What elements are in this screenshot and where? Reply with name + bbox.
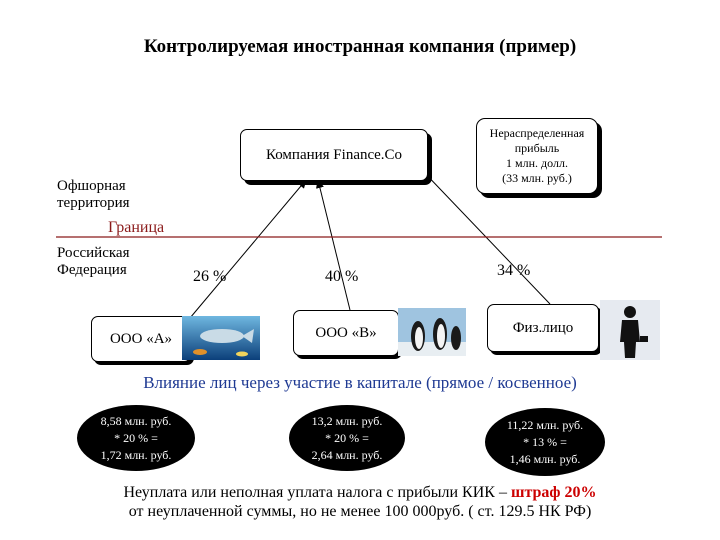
finance-company-label: Компания Finance.Co (265, 146, 403, 163)
calc-person-oval: 11,22 млн. руб. * 13 % = 1,46 млн. руб. (485, 408, 605, 476)
calc-line: * 20 % = (325, 430, 369, 445)
company-b-label: ООО «В» (315, 324, 377, 341)
offshore-line: территория (57, 195, 130, 211)
share-a-percent: 26 % (193, 268, 227, 285)
company-a-label: ООО «А» (109, 330, 173, 347)
border-label: Граница (108, 219, 165, 236)
russia-label: Российская Федерация (57, 245, 130, 279)
offshore-territory-label: Офшорная территория (57, 178, 130, 212)
calc-line: * 20 % = (114, 430, 158, 445)
calc-line: 8,58 млн. руб. (100, 413, 172, 428)
finance-company-box: Компания Finance.Co (240, 129, 428, 181)
share-person-percent: 34 % (497, 262, 531, 279)
penalty-text-line2: от неуплаченной суммы, но не менее 100 0… (128, 503, 592, 520)
calc-line: 13,2 млн. руб. (311, 413, 383, 428)
calc-line: 1,72 млн. руб. (100, 447, 172, 462)
russia-line: Российская (57, 245, 130, 261)
calc-b-oval: 13,2 млн. руб. * 20 % = 2,64 млн. руб. (289, 405, 405, 471)
individual-box: Физ.лицо (487, 304, 599, 352)
calc-line: 1,46 млн. руб. (509, 451, 581, 466)
arrow-person-to-finance (419, 167, 551, 305)
penalty-highlight: штраф 20% (510, 484, 597, 501)
calc-line: 11,22 млн. руб. (506, 417, 584, 432)
russia-line: Федерация (57, 262, 127, 278)
offshore-line: Офшорная (57, 178, 126, 194)
calc-line: * 13 % = (523, 434, 567, 449)
undistributed-profit-box: Нераспределенная прибыль 1 млн. долл. (3… (476, 118, 598, 194)
calc-line: 2,64 млн. руб. (311, 447, 383, 462)
influence-caption: Влияние лиц через участие в капитале (пр… (143, 373, 577, 392)
profit-line: Нераспределенная (489, 126, 585, 140)
company-b-box: ООО «В» (293, 310, 399, 356)
page-title: Контролируемая иностранная компания (при… (143, 36, 577, 57)
profit-line: 1 млн. долл. (506, 156, 568, 170)
profit-line: (33 млн. руб.) (502, 171, 572, 185)
penguins-image (398, 308, 466, 356)
company-a-box: ООО «А» (91, 316, 191, 362)
arrow-a-to-finance (189, 179, 307, 319)
calc-a-oval: 8,58 млн. руб. * 20 % = 1,72 млн. руб. (77, 405, 195, 471)
penalty-text: Неуплата или неполная уплата налога с пр… (123, 484, 511, 501)
ocean-fish-image (182, 316, 260, 360)
arrow-b-to-finance (316, 179, 351, 311)
share-b-percent: 40 % (325, 268, 359, 285)
individual-label: Физ.лицо (512, 319, 574, 336)
businessman-image (600, 300, 660, 360)
profit-line: прибыль (514, 141, 560, 155)
penalty-note: Неуплата или неполная уплата налога с пр… (0, 483, 720, 521)
